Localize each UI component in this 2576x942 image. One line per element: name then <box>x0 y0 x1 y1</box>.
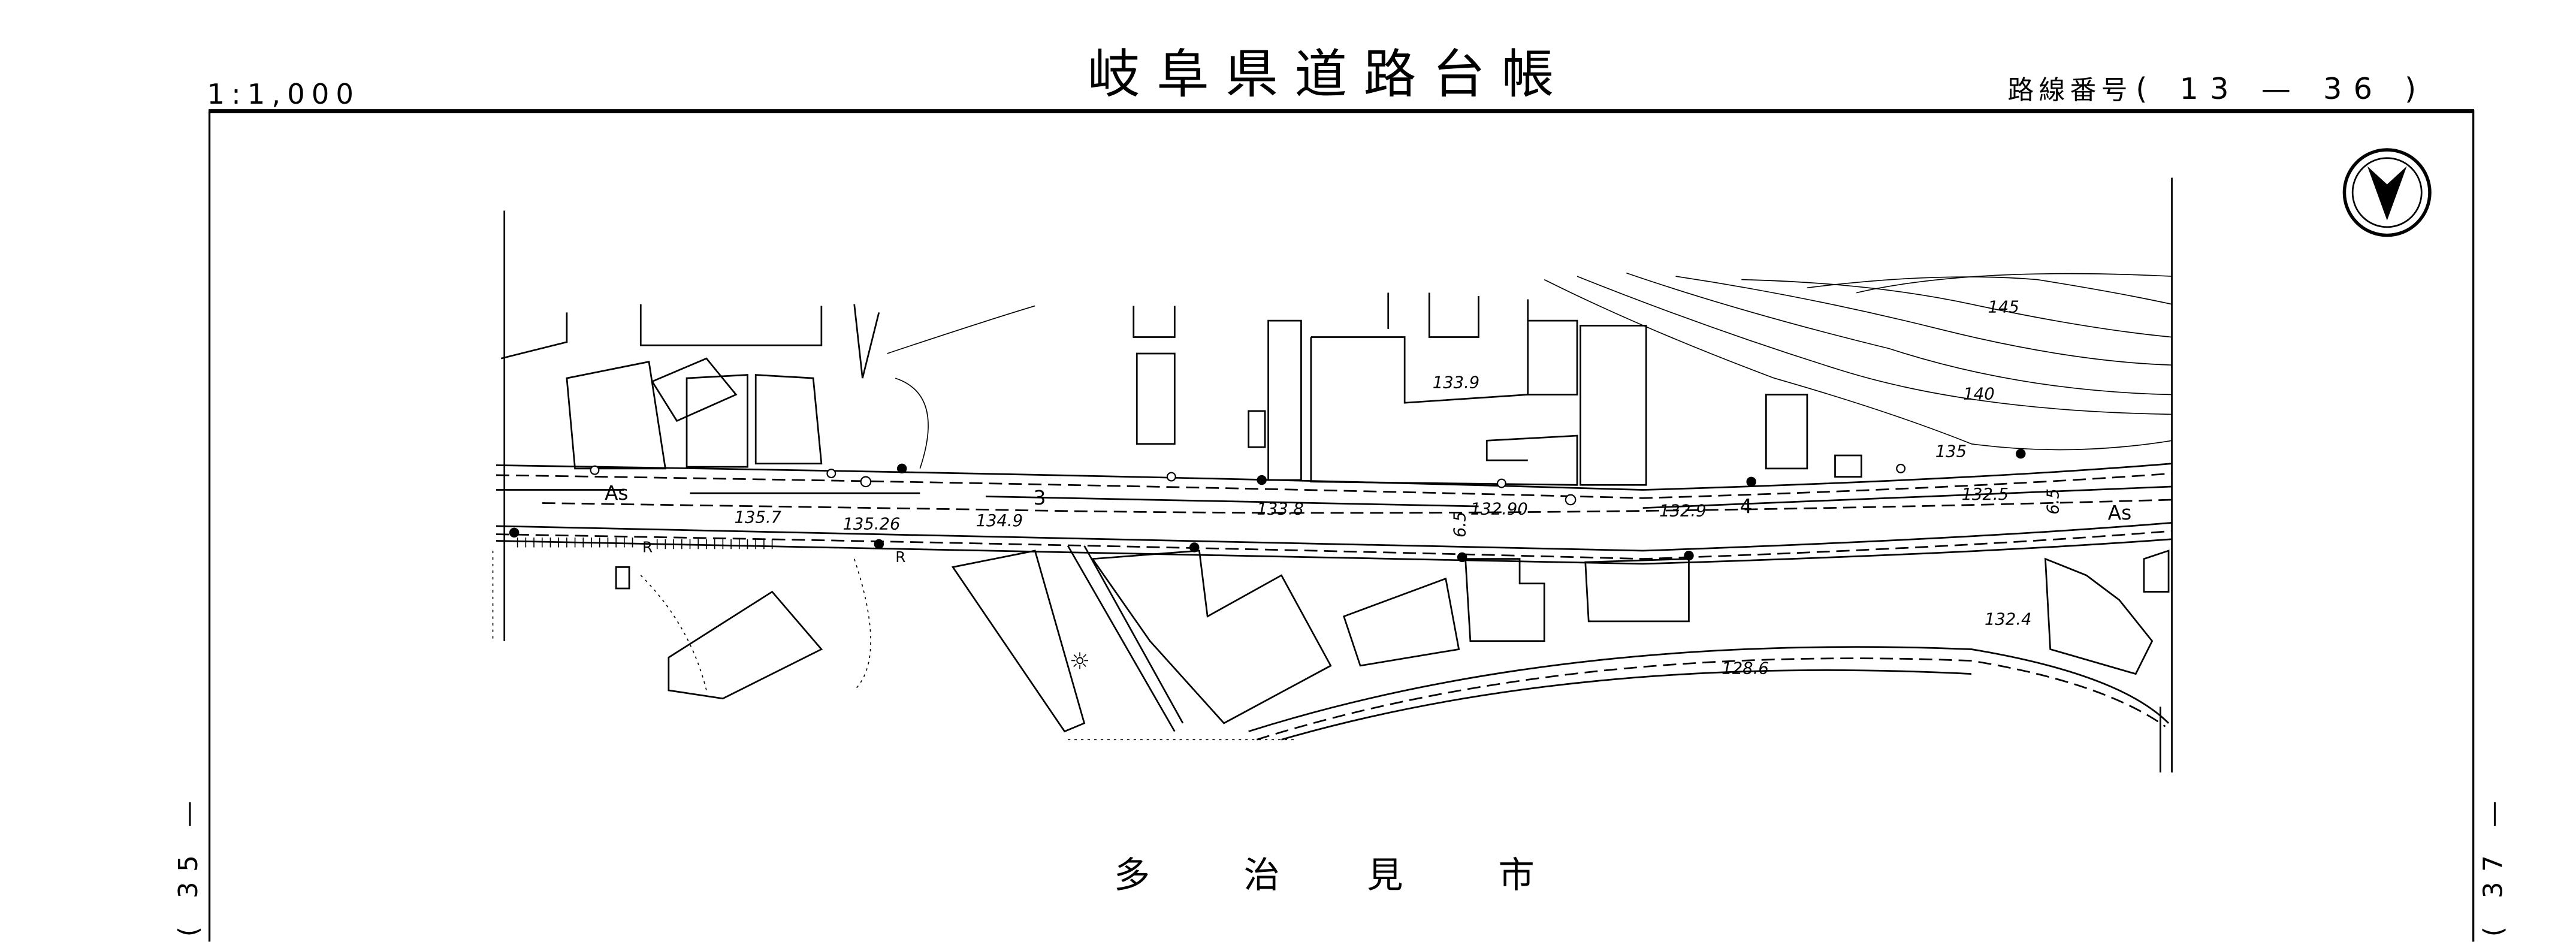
city-name: 多 治 見 市 <box>1114 855 1535 896</box>
map-labels: As As 3 4 135.7 135.26 134.9 133.8 132.9… <box>605 298 2131 678</box>
svg-text:☼: ☼ <box>1070 648 1090 675</box>
adjacent-sheet-right: ( 37 — <box>2478 791 2509 937</box>
route-number-label: 路線番号 <box>2007 75 2132 105</box>
width-label: 6.5 <box>1451 511 1470 538</box>
elevation-label: 132.9 <box>1659 502 1706 520</box>
page-title: 岐阜県道路台帳 <box>1088 44 1571 105</box>
pavement-label: As <box>2108 501 2132 524</box>
elevation-label: 133.9 <box>1433 374 1479 393</box>
marker-label: R <box>642 539 653 556</box>
station-label: 3 <box>1034 486 1046 509</box>
elevation-label: 132.5 <box>1962 485 2009 504</box>
elevation-label: 128.6 <box>1722 660 1768 678</box>
svg-text:見: 見 <box>1367 855 1403 896</box>
contour-label: 135 <box>1935 443 1967 461</box>
elevation-label: 135.26 <box>842 515 900 533</box>
elevation-label: 135.7 <box>735 508 782 527</box>
scale-label: 1:1,000 <box>207 78 360 110</box>
svg-text:多: 多 <box>1114 855 1150 896</box>
adjacent-sheet-left: ( 35 — <box>173 791 204 937</box>
elevation-label: 134.9 <box>976 512 1023 530</box>
svg-text:市: 市 <box>1498 855 1534 896</box>
elevation-label: 132.90 <box>1470 500 1528 519</box>
marker-label: R <box>895 548 905 566</box>
road-map: ☼ <box>492 177 2173 773</box>
north-arrow-icon <box>2342 148 2432 237</box>
contour-label: 145 <box>1988 298 2019 316</box>
elevation-label: 133.8 <box>1257 500 1303 519</box>
route-number-value: ( 13 — 36 ) <box>2136 71 2427 106</box>
width-label: 6.5 <box>2044 488 2062 515</box>
svg-text:治: 治 <box>1243 855 1279 896</box>
station-label: 4 <box>1740 494 1752 518</box>
contour-label: 140 <box>1963 385 1994 404</box>
pavement-label: As <box>605 481 629 505</box>
elevation-label: 132.4 <box>1985 610 2031 629</box>
